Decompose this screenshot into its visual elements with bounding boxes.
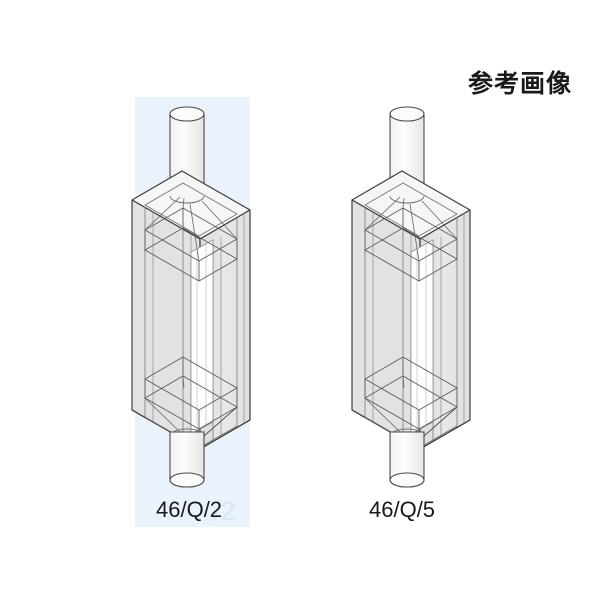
upper-funnel-right: [364, 195, 458, 282]
product-label-right: 46/Q/5: [369, 497, 436, 522]
watermark-text: /2: [213, 496, 236, 526]
cuvette-body-left: [131, 170, 251, 450]
cuvette-figure-right: [351, 106, 471, 488]
bottom-tube-right: [389, 431, 425, 488]
bottom-tube-left: [169, 431, 205, 488]
lower-funnel-left: [144, 356, 238, 444]
reference-image-note: 参考画像: [468, 69, 573, 98]
product-label-left: 46/Q/2: [156, 497, 223, 522]
cuvette-body-right: [351, 170, 471, 450]
cuvette-figure-left: [131, 106, 251, 488]
upper-funnel-left: [144, 195, 238, 282]
